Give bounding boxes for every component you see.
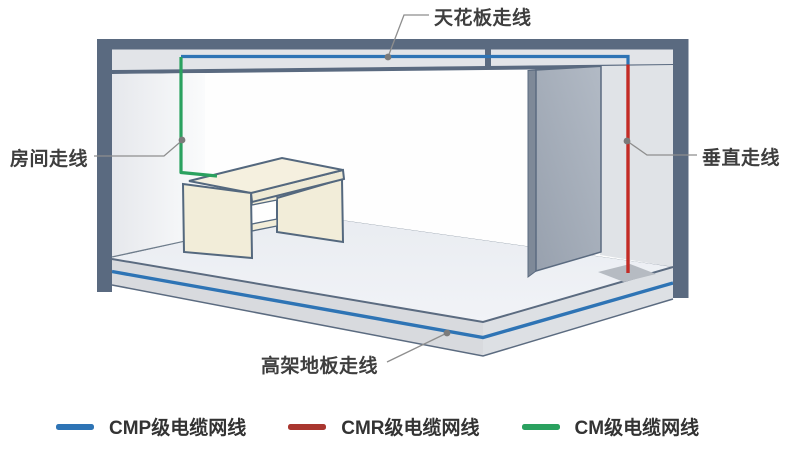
raised-floor-bottom-edge [111,284,674,357]
cmp-cable-swatch-line [56,423,94,430]
cmp-ceiling-cable [181,54,630,65]
cm-cable-swatch [521,423,560,430]
ceiling-callout-label: 天花板走线 [434,8,532,29]
vertical-callout-line [626,140,697,156]
cm-cable-swatch-line [521,423,560,430]
left-column [97,39,112,292]
raised-floor-top-edge [111,258,674,324]
legend: CMP级电缆网线 CMR级电缆网线 CM级电缆网线 [56,413,699,440]
raised-floor-callout-dot [443,329,451,337]
ceiling-callout-line [387,14,429,58]
cmr-cable-swatch [288,423,327,430]
desk-top [188,156,344,195]
cmp-cable-swatch [56,423,94,430]
legend-label-cmr: CMR级电缆网线 [341,418,480,439]
legend-item-cm: CM级电缆网线 [521,413,700,440]
vertical-callout-dot [623,137,631,145]
vertical-callout-label: 垂直走线 [702,148,781,169]
desk-left-panel [181,182,254,260]
raised-floor-left-face [112,259,483,356]
ceiling-band [112,49,673,70]
ceiling-callout-dot [384,53,392,61]
raised-floor-callout-line [386,332,448,363]
cmp-raised-floor-cable [111,269,674,340]
right-column [673,39,689,298]
room-callout-label: 房间走线 [10,149,89,170]
legend-item-cmp: CMP级电缆网线 [56,413,246,440]
callout-connectors [94,14,697,363]
desk [181,156,346,260]
ceiling-bottom-edge [112,64,673,75]
right-wall [600,65,673,267]
raised-floor-callout-label: 高架地板走线 [261,356,379,377]
ceiling-beam-divider [485,49,491,70]
legend-label-cm: CM级电缆网线 [574,418,700,439]
cm-room-cable [179,57,218,178]
cmr-cable-swatch-line [288,423,327,430]
room-callout-dot [178,136,186,144]
partition-wall-edge [527,69,537,278]
callout-dots [178,53,631,337]
room-callout-line [94,140,183,157]
partition-wall-face [535,65,602,273]
legend-item-cmr: CMR级电缆网线 [288,413,480,440]
legend-label-cmp: CMP级电缆网线 [109,418,247,439]
